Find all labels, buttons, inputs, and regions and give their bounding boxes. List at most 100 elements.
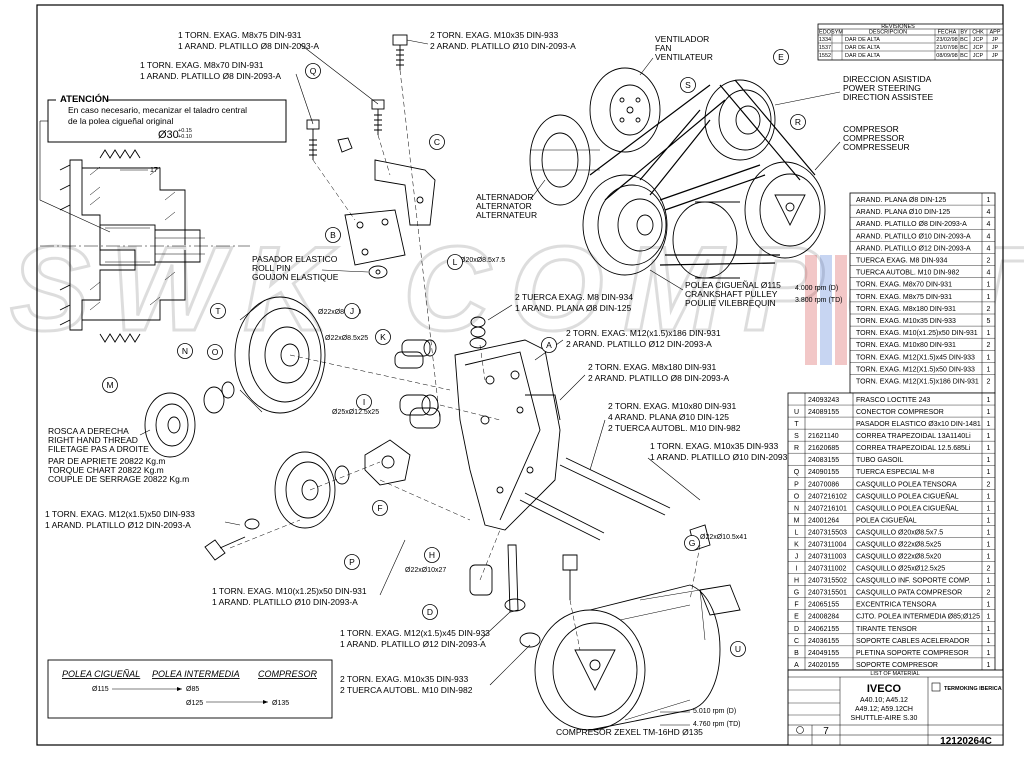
callout-m10x80-2: 4 ARAND. PLANA Ø10 DIN-125 [608,412,729,422]
revision-app: JP [992,45,999,51]
part-bubble: F [372,500,388,516]
label-rpm-td: 3.800 rpm (TD) [795,297,842,304]
callout-top-mid-1: 2 TORN. EXAG. M10x35 DIN-933 [430,30,558,40]
bom-part-qty: 1 [987,409,991,416]
bom-hardware-qty: 4 [987,270,991,277]
revisions-title: REVISIONES [881,24,915,30]
bom-hardware-description: TUERCA EXAG. M8 DIN-934 [856,258,948,265]
bom-part-letter: G [794,590,799,597]
pulley-header-crank: POLEA CIGUEÑAL [62,669,140,679]
bom-part-description: CASQUILLO INF. SOPORTE COMP. [856,578,971,585]
revision-by: BC [960,53,968,59]
bom-part-letter: K [794,541,799,548]
bom-hardware-description: TORN. EXAG. M8x70 DIN-931 [856,282,952,289]
bom-part-number: 24089155 [808,409,839,416]
bom-hardware-qty: 4 [987,221,991,228]
bom-hardware-description: TORN. EXAG. M10x80 DIN-931 [856,342,956,349]
bom-part-letter: Q [794,469,800,476]
callout-nut-1: 2 TUERCA EXAG. M8 DIN-934 [515,292,633,302]
callout-m10x50-1: 1 TORN. EXAG. M10(x1.25)x50 DIN-931 [212,586,367,596]
part-bubble: L [447,254,463,270]
callout-m8x180-2: 2 ARAND. PLATILLO Ø8 DIN-2093-A [588,373,729,383]
part-bubble: G [684,535,700,551]
bom-part-qty: 1 [987,541,991,548]
title-block: LIST OF MATERIAL IVECO A40.10; A45.12 A4… [787,669,1004,747]
bom-part-number: 2407315503 [808,529,847,536]
warning-box: ATENCIÓN En caso necesario, mecanizar el… [39,93,287,233]
bom-part-description: CJTO. POLEA INTERMEDIA Ø85;Ø125 [856,614,980,621]
bom-part-number: 24008284 [808,614,839,621]
revision-chk: JCP [973,37,984,43]
projection-icon [796,726,804,734]
bom-part-letter: U [794,409,799,416]
part-bubble-letter: J [350,306,354,316]
label-torque-en: TORQUE CHART 20822 Kg.m [48,465,164,475]
bom-part-qty: 1 [987,650,991,657]
revisions-header: EDO [819,30,832,36]
bom-part-number: 2407315501 [808,590,847,597]
callout-nut-2: 1 ARAND. PLANA Ø8 DIN-125 [515,303,631,313]
bom-hardware-qty: 1 [987,197,991,204]
callout-m12x45-1: 1 TORN. EXAG. M12(x1.5)x45 DIN-933 [340,628,490,638]
bom-part-letter: A [794,662,799,669]
bom-part-number: 24036155 [808,638,839,645]
bom-part-number: 24083155 [808,457,839,464]
label-bushing-h: Ø22xØ10x27 [405,567,446,574]
label-bushing-i: Ø25xØ12.5x25 [332,409,379,416]
bom-hardware-description: TUERCA AUTOBL. M10 DIN-982 [856,270,959,277]
bom-part-qty: 1 [987,662,991,669]
bom-hardware-qty: 1 [987,282,991,289]
warning-tol-lo: +0.10 [178,134,192,140]
part-bubble-letter: A [546,340,552,350]
label-rollpin-es: PASADOR ELASTICO [252,254,338,264]
bom-part-qty: 1 [987,517,991,524]
pulley-idler-large-diameter: Ø125 [186,700,203,707]
pulley-diameter-table: POLEA CIGUEÑAL POLEA INTERMEDIA COMPRESO… [47,659,333,719]
bom-hardware-qty: 5 [987,318,991,325]
revision-chk: JCP [973,45,984,51]
bom-part-number: 24049155 [808,650,839,657]
label-steering-es: DIRECCION ASISTIDA [843,74,932,84]
label-alternator-es: ALTERNADOR [476,192,533,202]
label-thread-fr: FILETAGE PAS A DROITE [48,444,149,454]
part-bubble: S [680,77,696,93]
bom-hardware-description: ARAND. PLATILLO Ø10 DIN-2093-A [856,233,971,240]
bom-part-qty: 1 [987,469,991,476]
callout-m12x50-2: 1 ARAND. PLATILLO Ø12 DIN-2093-A [45,520,191,530]
part-bubble-letter: U [735,644,741,654]
part-bubble-letter: K [380,332,386,342]
part-bubble-letter: C [434,137,440,147]
bom-part-description: CASQUILLO POLEA CIGUEÑAL [856,491,959,500]
label-steering-fr: DIRECTION ASSISTEE [843,92,934,102]
bom-hardware-description: TORN. EXAG. M12(X1.5)x50 DIN-933 [856,366,975,373]
label-fan-en: FAN [655,43,672,53]
bom-part-description: CASQUILLO POLEA CIGUEÑAL [856,503,959,512]
bom-part-description: CASQUILLO Ø25xØ12.5x25 [856,566,945,573]
part-bubble: D [422,604,438,620]
pulley-crank-diameter: Ø115 [92,686,109,693]
bom-part-description: CASQUILLO Ø22xØ8.5x25 [856,541,941,548]
revision-edo: 1334 [819,37,831,43]
revisions-header: FECHA [938,30,957,36]
bom-hardware-qty: 4 [987,233,991,240]
callout-m12x50-1: 1 TORN. EXAG. M12(x1.5)x50 DIN-933 [45,509,195,519]
bom-part-description: TUBO GASOIL [856,457,904,464]
callout-m8x180-1: 2 TORN. EXAG. M8x180 DIN-931 [588,362,716,372]
bom-hardware-description: TORN. EXAG. M10(x1.25)x50 DIN-931 [856,330,978,337]
sheet-number: 7 [823,726,829,737]
bom-part-qty: 1 [987,602,991,609]
